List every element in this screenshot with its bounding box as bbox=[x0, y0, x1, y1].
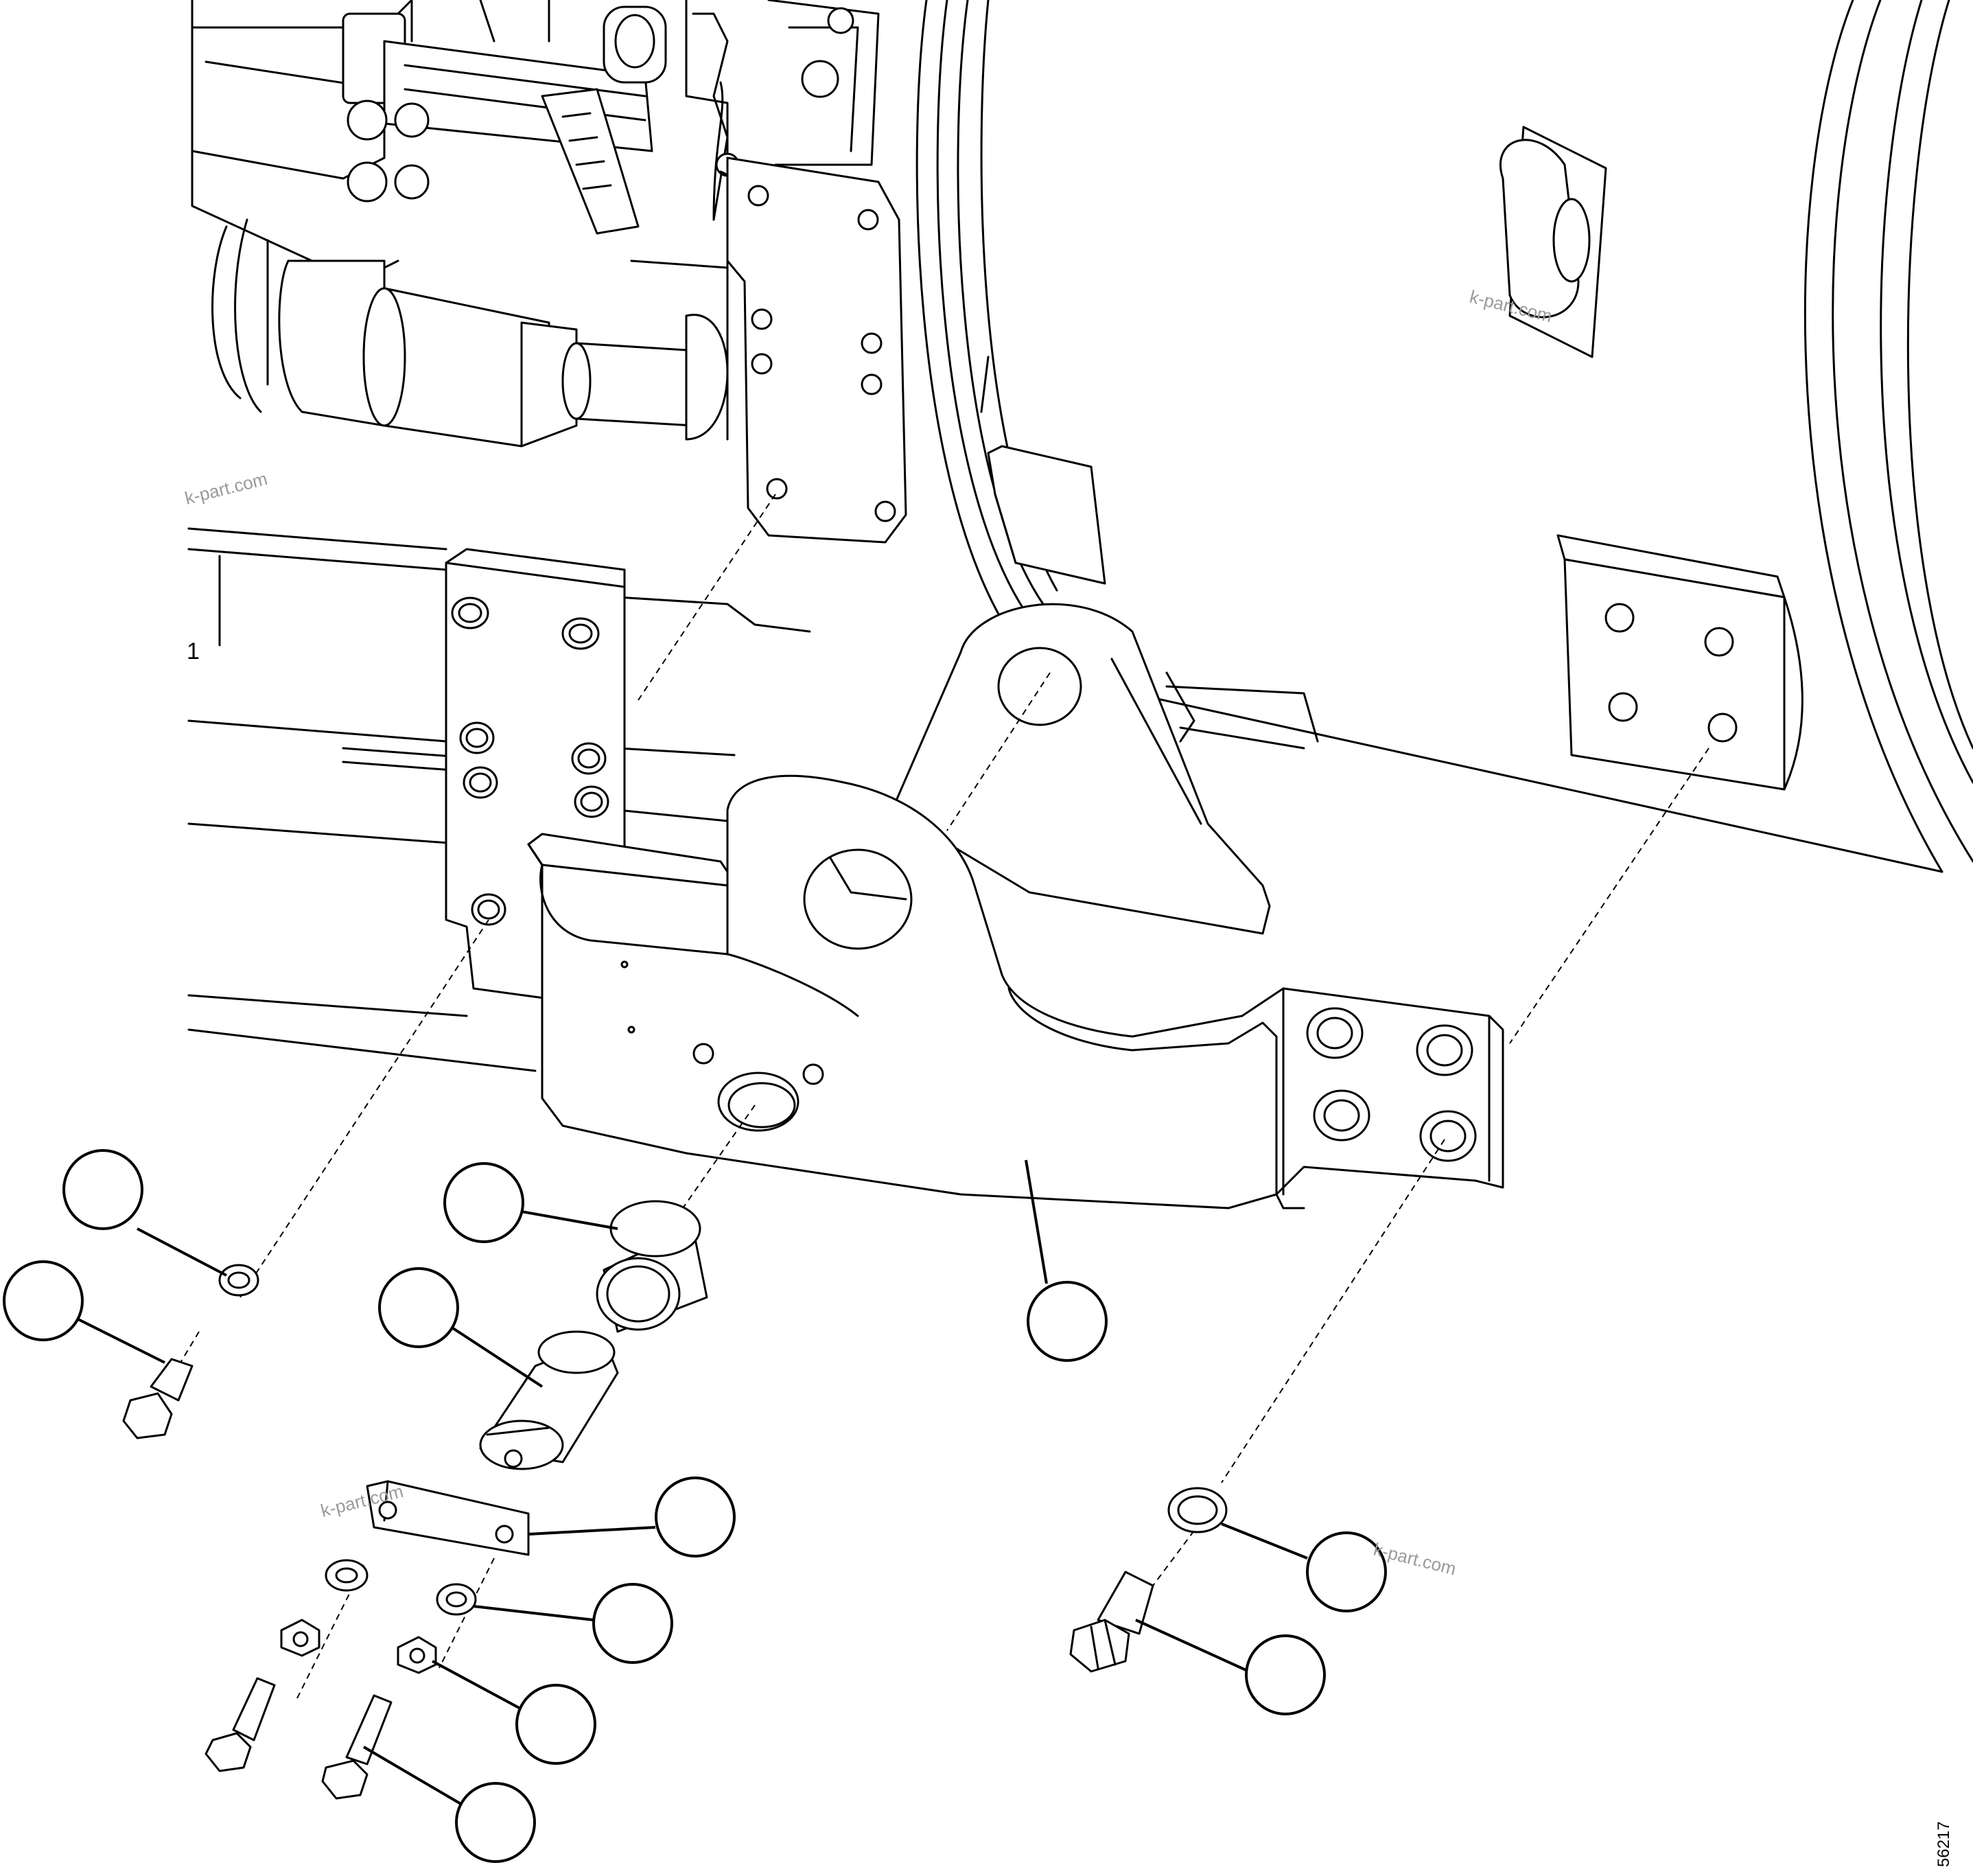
bushing bbox=[596, 1200, 708, 1333]
callout-washer-right bbox=[1306, 1531, 1387, 1612]
edge-mark: 1 bbox=[187, 638, 200, 664]
engine-mount-plate bbox=[726, 157, 907, 544]
callout-plate-bolt bbox=[455, 1782, 536, 1863]
drum-housing bbox=[915, 0, 1973, 873]
callout-retainer-plate bbox=[655, 1477, 736, 1557]
callout-main-bracket bbox=[1027, 1281, 1108, 1362]
leader-lines bbox=[75, 1159, 1308, 1807]
bolt-right bbox=[1069, 1571, 1154, 1673]
callout-washer-left bbox=[62, 1149, 143, 1230]
pivot-pin bbox=[479, 1330, 619, 1470]
callout-bushing bbox=[443, 1162, 524, 1243]
bolt-left bbox=[122, 1358, 194, 1439]
main-bracket bbox=[527, 774, 1504, 1209]
watermark: k-part.com bbox=[183, 468, 269, 509]
frame-rails bbox=[187, 527, 1319, 1072]
engine-assembly bbox=[191, 0, 880, 448]
washer-right bbox=[1167, 1487, 1228, 1533]
figure-number: 56217 bbox=[1935, 1821, 1953, 1867]
triangular-lug bbox=[891, 445, 1271, 935]
callout-lock-washer bbox=[592, 1583, 673, 1664]
plate-bolt bbox=[345, 1694, 393, 1765]
callouts bbox=[3, 1149, 1387, 1863]
callout-pivot-pin bbox=[378, 1267, 459, 1348]
callout-bolt-right bbox=[1245, 1634, 1326, 1715]
callout-nut bbox=[515, 1684, 596, 1765]
loose-parts bbox=[122, 1200, 1228, 1800]
callout-bolt-left bbox=[3, 1260, 84, 1341]
